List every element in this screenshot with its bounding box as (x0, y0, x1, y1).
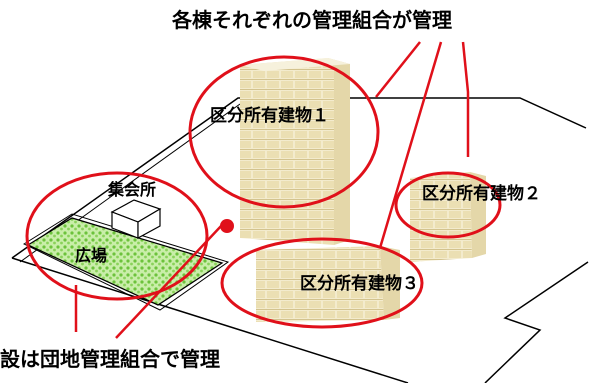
circle-common-area (25, 171, 209, 301)
site-boundary (11, 97, 589, 384)
plaza-area (26, 217, 224, 306)
label-plaza: 広場 (75, 246, 108, 265)
footer-caption: 設は団地管理組合で管理 (0, 347, 220, 371)
meeting-hall-box (110, 199, 162, 240)
label-building-1: 区分所有建物１ (210, 106, 329, 126)
marker-dot (220, 219, 234, 233)
circle-building-3 (220, 237, 424, 329)
label-building-2: 区分所有建物２ (422, 184, 541, 204)
building-2 (410, 172, 486, 262)
diagram-title: 各棟それぞれの管理組合が管理 (172, 8, 452, 32)
circle-building-2 (394, 171, 502, 239)
leader-lines (74, 41, 470, 339)
building-1 (240, 58, 350, 245)
label-building-3: 区分所有建物３ (300, 274, 419, 294)
building-3 (256, 246, 400, 322)
highlight-circles (25, 55, 502, 329)
circle-building-1 (188, 55, 380, 209)
label-meeting-hall: 集会所 (108, 180, 157, 199)
